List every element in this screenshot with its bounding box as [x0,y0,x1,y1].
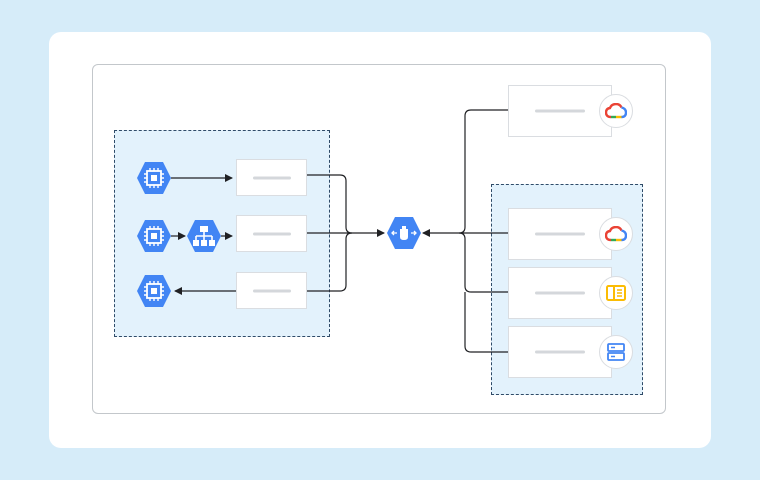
compute-engine-icon[interactable] [136,218,172,254]
left-node-1[interactable] [236,159,307,196]
google-cloud-logo-icon [599,217,633,251]
link-right-nodes-to-hub [458,109,508,353]
right-node-3[interactable] [508,267,612,319]
cloud-endpoints-icon[interactable] [386,215,422,251]
left-node-2[interactable] [236,215,307,252]
compute-engine-icon[interactable] [136,160,172,196]
placeholder-bar [252,289,291,292]
outer-boundary [92,64,666,414]
left-node-3[interactable] [236,272,307,309]
compute-engine-icon[interactable] [136,273,172,309]
placeholder-bar [252,232,291,235]
document-icon [599,276,633,310]
load-balancer-icon[interactable] [186,218,222,254]
right-node-4[interactable] [508,326,612,378]
placeholder-bar [535,291,585,295]
right-node-2[interactable] [508,208,612,260]
placeholder-bar [252,176,291,179]
placeholder-bar [535,232,585,236]
server-storage-icon [599,335,633,369]
link-left-nodes-to-hub [307,174,353,292]
google-cloud-logo-icon [599,94,633,128]
placeholder-bar [535,109,585,113]
placeholder-bar [535,350,585,354]
right-node-1[interactable] [508,85,612,137]
